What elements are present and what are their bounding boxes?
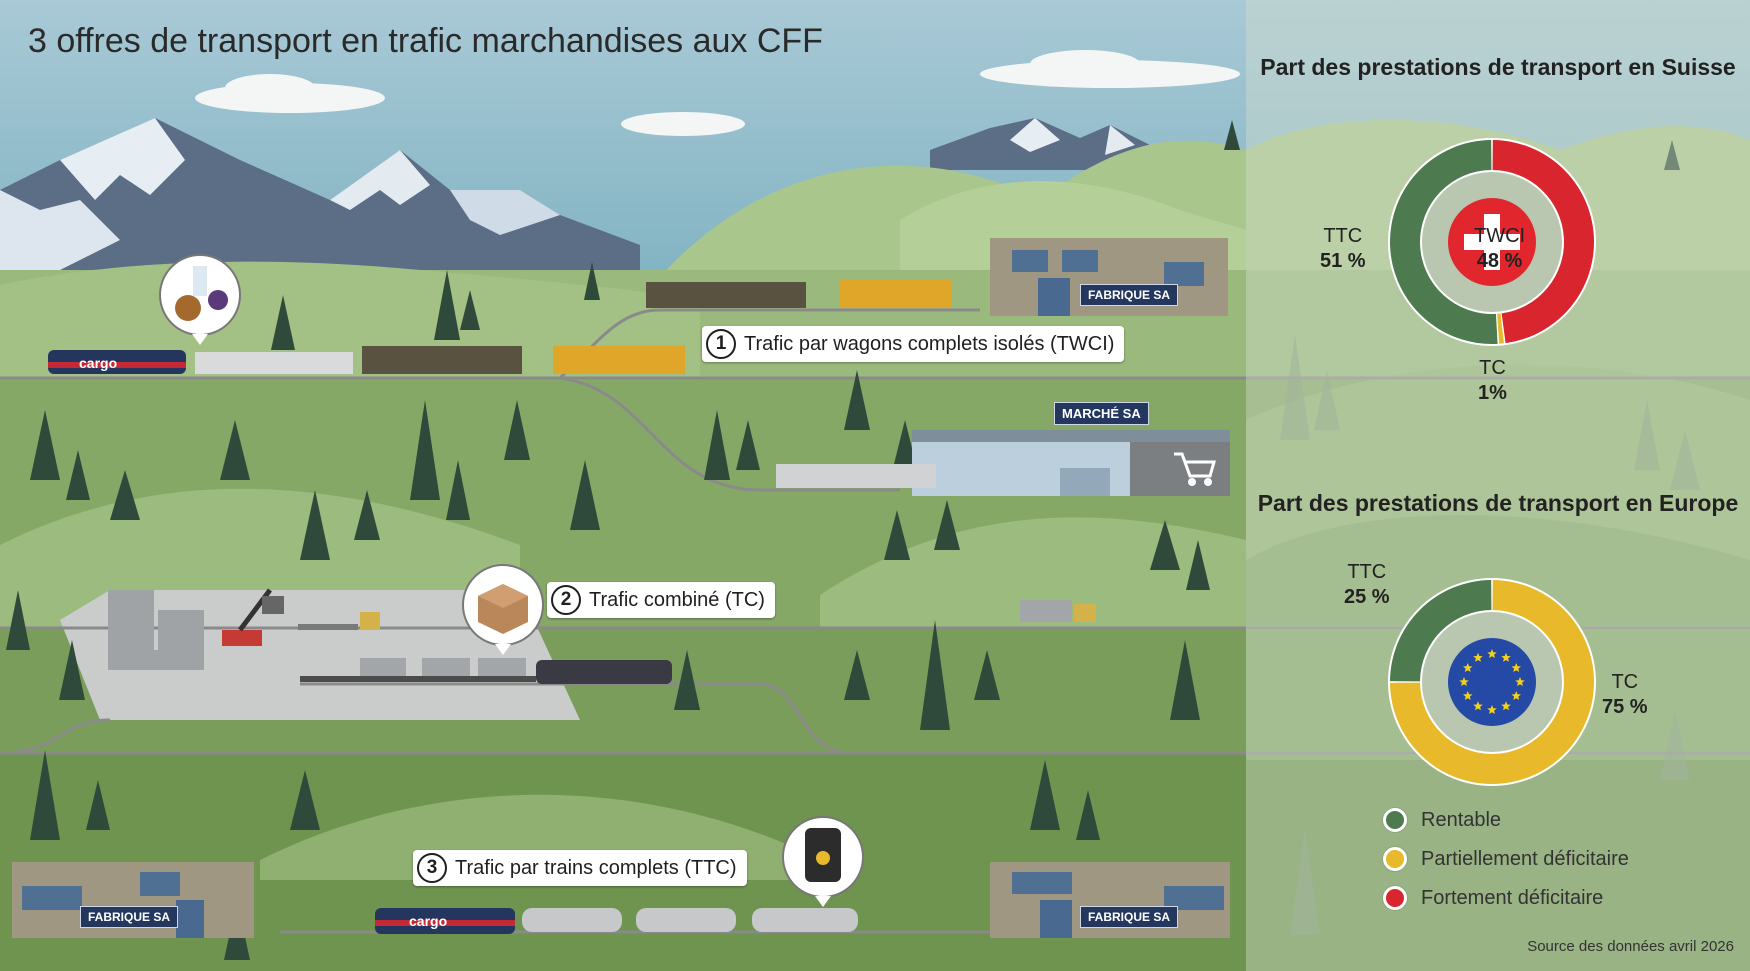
clouds — [195, 50, 1240, 136]
eu-star — [1515, 677, 1525, 687]
train-twci-main — [48, 346, 685, 374]
pin-oil-barrel-icon — [782, 816, 864, 907]
loco-logo-bottom: cargo — [409, 913, 448, 929]
legend-swatch — [1383, 847, 1407, 871]
legend-item: Fortement déficitaire — [1383, 886, 1629, 910]
legend-label: Fortement déficitaire — [1421, 886, 1604, 909]
donut-slice-twci — [1492, 140, 1595, 344]
eu-star — [1501, 652, 1511, 662]
donut-slice-ttc — [1390, 140, 1498, 344]
slice-category: TWCI — [1474, 225, 1526, 247]
route-label-text: Trafic par wagons complets isolés (TWCI) — [744, 332, 1115, 355]
mountains — [0, 118, 1160, 280]
eu-star — [1511, 663, 1521, 673]
chart-legend: Rentable Partiellement déficitaire Forte… — [1383, 808, 1629, 925]
eu-star — [1487, 705, 1497, 715]
route-label-ttc: 3 Trafic par trains complets (TTC) — [413, 850, 747, 886]
route-label-text: Trafic combiné (TC) — [589, 588, 765, 611]
shopping-cart-icon — [1174, 452, 1216, 486]
slice-category: TC — [1611, 671, 1639, 693]
chart-title-europe: Part des prestations de transport en Eur… — [1257, 490, 1739, 516]
eu-star — [1511, 691, 1521, 701]
slice-value: 51 % — [1320, 250, 1366, 272]
train-tc — [300, 658, 672, 684]
train-ttc — [375, 908, 858, 934]
swiss-cross-icon — [1448, 198, 1536, 286]
route-label-text: Trafic par trains complets (TTC) — [455, 856, 737, 879]
train-market — [776, 464, 936, 488]
route-label-twci: 1 Trafic par wagons complets isolés (TWC… — [702, 326, 1125, 362]
pin-food-icon — [159, 254, 241, 345]
donut-slice-tc — [1497, 313, 1504, 344]
eu-flag-icon — [1448, 638, 1536, 726]
sign-market: MARCHÉ SA — [1054, 402, 1149, 425]
route-number-badge: 2 — [551, 585, 581, 615]
trucks — [298, 600, 1096, 630]
loco-logo-top: cargo — [79, 355, 118, 371]
slice-label-ttc-ch: TTC 51 % — [1320, 224, 1366, 274]
legend-item: Rentable — [1383, 808, 1629, 832]
legend-label: Partiellement déficitaire — [1421, 847, 1629, 870]
slice-category: TTC — [1323, 225, 1363, 247]
slice-label-ttc-eu: TTC 25 % — [1344, 560, 1390, 610]
container-stack — [108, 590, 204, 670]
donut-slice-tc — [1390, 580, 1594, 784]
slice-value: 25 % — [1344, 586, 1390, 608]
reach-stacker — [222, 588, 284, 646]
donut-chart-switzerland — [1388, 138, 1596, 346]
legend-swatch — [1383, 886, 1407, 910]
donut-chart-europe — [1388, 578, 1596, 786]
sign-factory-top: FABRIQUE SA — [1080, 284, 1179, 306]
slice-category: TTC — [1347, 561, 1387, 583]
sign-factory-left: FABRIQUE SA — [80, 906, 179, 928]
route-number-badge: 1 — [706, 329, 736, 359]
slice-value: 48 % — [1476, 250, 1523, 272]
chart-title-switzerland: Part des prestations de transport en Sui… — [1260, 54, 1736, 80]
eu-star — [1473, 652, 1483, 662]
train-twci-upper — [646, 280, 952, 308]
legend-item: Partiellement déficitaire — [1383, 847, 1629, 871]
slice-value: 75 % — [1602, 696, 1648, 718]
slice-value: 1% — [1478, 382, 1507, 404]
eu-star — [1487, 649, 1497, 659]
eu-star — [1463, 691, 1473, 701]
eu-star — [1473, 701, 1483, 711]
slice-label-tc-eu: TC 75 % — [1602, 670, 1648, 720]
legend-label: Rentable — [1421, 808, 1502, 831]
route-label-tc: 2 Trafic combiné (TC) — [547, 582, 775, 618]
legend-swatch — [1383, 808, 1407, 832]
eu-star — [1459, 677, 1469, 687]
building-market — [912, 430, 1230, 496]
sign-factory-right: FABRIQUE SA — [1080, 906, 1179, 928]
eu-star — [1463, 663, 1473, 673]
donut-slice-ttc — [1390, 580, 1492, 682]
slice-label-twci: TWCI 48 % — [1474, 224, 1525, 274]
slice-label-tc-ch: TC 1% — [1478, 356, 1507, 406]
source-note: Source des données avril 2026 — [1527, 938, 1734, 955]
building-factory-left — [12, 862, 254, 938]
slice-category: TC — [1479, 357, 1506, 379]
route-number-badge: 3 — [417, 853, 447, 883]
eu-star — [1501, 701, 1511, 711]
pin-box-icon — [462, 564, 544, 655]
page-title: 3 offres de transport en trafic marchand… — [28, 22, 823, 60]
